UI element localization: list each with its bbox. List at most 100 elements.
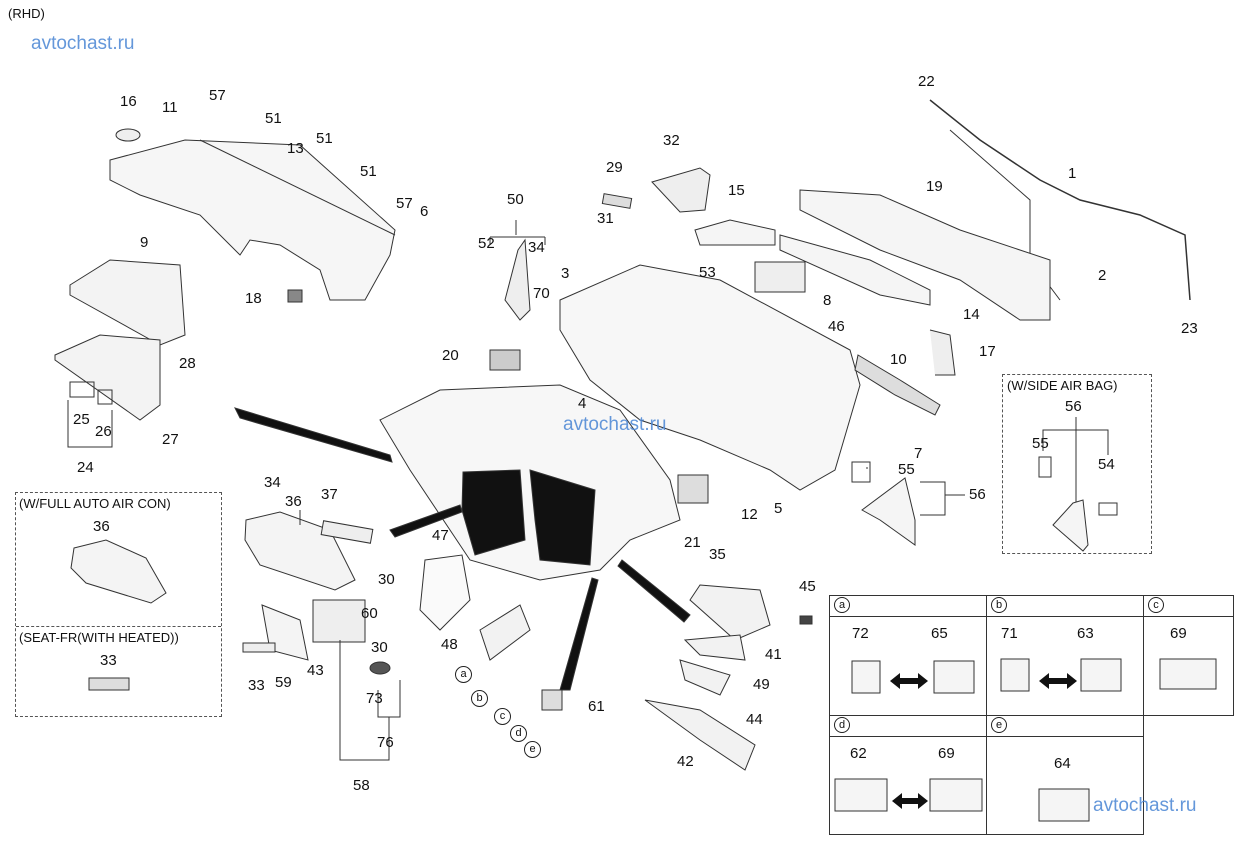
part-label: 69 <box>938 745 955 762</box>
part-18-shape <box>287 289 303 303</box>
part-label: 3 <box>561 265 570 282</box>
option-title-airbag: (W/SIDE AIR BAG) <box>1007 378 1118 393</box>
part-8-shape <box>754 261 806 293</box>
part-20-shape <box>489 349 521 371</box>
part-33-shape <box>242 642 276 653</box>
part-10-shape <box>854 354 941 416</box>
part-label: 17 <box>979 343 996 360</box>
part-label: 19 <box>926 178 943 195</box>
upper-pad-shape <box>109 139 396 301</box>
cowl-bar-shape <box>929 99 1191 301</box>
part-label: 32 <box>663 132 680 149</box>
part-49-shape <box>679 659 731 696</box>
part-14-shape <box>779 234 931 306</box>
part-label: 61 <box>588 698 605 715</box>
part-label: 52 <box>478 235 495 252</box>
part-label: 20 <box>442 347 459 364</box>
switch-cell-e: e 64 <box>986 715 1144 835</box>
switch-cell-d: d 62 69 <box>829 715 987 835</box>
part-label: 34 <box>528 239 545 256</box>
part-label: 34 <box>264 474 281 491</box>
part-15-shape <box>694 219 776 246</box>
option-box-left: (W/FULL AUTO AIR CON) 36 (SEAT-FR(WITH H… <box>15 492 222 717</box>
part-label: 8 <box>823 292 832 309</box>
part-37-shape <box>320 520 374 544</box>
part-label: 10 <box>890 351 907 368</box>
part-label: 21 <box>684 534 701 551</box>
part-label: 27 <box>162 431 179 448</box>
part-label: 45 <box>799 578 816 595</box>
part-label: 58 <box>353 777 370 794</box>
part-label: 50 <box>507 191 524 208</box>
part-label: 56 <box>1065 398 1082 415</box>
part-label: 30 <box>378 571 395 588</box>
switch-b-drawing <box>1000 658 1122 692</box>
callout-c: c <box>494 708 511 725</box>
option-title-seat: (SEAT-FR(WITH HEATED)) <box>19 630 179 645</box>
part-label: 13 <box>287 140 304 157</box>
watermark-bottom: avtochast.ru <box>1093 795 1197 816</box>
part-label: 1 <box>1068 165 1077 182</box>
part-label: 2 <box>1098 267 1107 284</box>
swap-arrow-icon <box>892 793 928 809</box>
part-35-shape <box>689 584 771 641</box>
part-label: 49 <box>753 676 770 693</box>
switch-cell-c: c 69 <box>1143 595 1234 716</box>
part-label: 6 <box>420 203 429 220</box>
part-24-shape <box>54 334 161 421</box>
part-label: 44 <box>746 711 763 728</box>
part-label: 59 <box>275 674 292 691</box>
part-label: 29 <box>606 159 623 176</box>
cell-key: c <box>1148 597 1164 613</box>
part-label: 53 <box>699 264 716 281</box>
cell-key: e <box>991 717 1007 733</box>
part-label: 33 <box>248 677 265 694</box>
part-label: 41 <box>765 646 782 663</box>
part-21-shape <box>677 474 709 504</box>
part-56-shape <box>861 477 916 546</box>
watermark-center: avtochast.ru <box>563 414 667 435</box>
part-label: 48 <box>441 636 458 653</box>
part-label: 55 <box>898 461 915 478</box>
part-label: 4 <box>578 395 587 412</box>
part-label: 22 <box>918 73 935 90</box>
switch-e-drawing <box>1038 788 1090 822</box>
option-box-side-airbag: (W/SIDE AIR BAG) 56 55 54 <box>1002 374 1152 554</box>
switch-a-drawing <box>851 660 975 694</box>
part-label: 69 <box>1170 625 1187 642</box>
part-label: 57 <box>209 87 226 104</box>
part-61-shape <box>541 689 563 711</box>
part-label: 36 <box>93 518 110 535</box>
part-label: 28 <box>179 355 196 372</box>
switch-cell-a: a 72 65 <box>829 595 987 716</box>
part-label: 11 <box>162 99 178 116</box>
switch-cell-b: b 71 63 <box>986 595 1144 716</box>
part-label: 51 <box>360 163 377 180</box>
part-label: 5 <box>774 500 783 517</box>
cell-key: b <box>991 597 1007 613</box>
part-label: 37 <box>321 486 338 503</box>
part-60-shape <box>312 599 366 643</box>
part-label: 42 <box>677 753 694 770</box>
part-42-shape <box>644 699 756 771</box>
part-29-shape <box>601 193 633 209</box>
part-label: 57 <box>396 195 413 212</box>
part-label: 63 <box>1077 625 1094 642</box>
part-label: 71 <box>1001 625 1018 642</box>
callout-d: d <box>510 725 527 742</box>
part-label: 51 <box>316 130 333 147</box>
side-airbag-drawing <box>1038 417 1118 552</box>
part-48-shape <box>479 604 531 661</box>
part-16-shape <box>115 128 141 142</box>
part-label: 23 <box>1181 320 1198 337</box>
part-label: 46 <box>828 318 845 335</box>
part-label: 30 <box>371 639 388 656</box>
part-label: 14 <box>963 306 980 323</box>
callout-a: a <box>455 666 472 683</box>
part-label: 65 <box>931 625 948 642</box>
part-label: 47 <box>432 527 449 544</box>
swap-arrow-icon <box>1039 673 1077 689</box>
part-label: 56 <box>969 486 986 503</box>
part-label: 60 <box>361 605 378 622</box>
